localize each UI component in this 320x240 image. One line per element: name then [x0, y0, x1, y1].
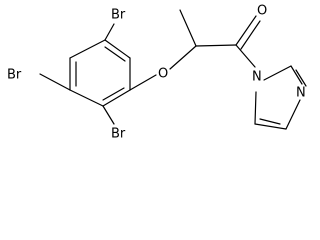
- bond-ch-carbonyl: [195, 44, 237, 47]
- benzene-ring: [69, 39, 131, 107]
- bond-carbonyl-nitrogen: [235, 44, 256, 68]
- bond-carbonyl-double-a: [235, 15, 257, 46]
- ring-bond: [254, 91, 257, 125]
- chemical-structure: Br Br Br O O N N: [7, 4, 307, 142]
- ring-bond: [290, 65, 303, 85]
- atom-nitrogen-imidazole-3: N: [296, 86, 306, 101]
- ring-bond: [104, 39, 131, 59]
- imidazole-ring: [254, 65, 307, 130]
- ring-bond: [102, 89, 131, 107]
- bond-ring-br-top: [104, 23, 115, 41]
- ring-bond: [69, 39, 106, 59]
- bond-ch-methyl: [179, 9, 197, 47]
- ring-double-bond: [102, 87, 125, 101]
- ring-double-bond: [259, 118, 281, 125]
- ring-bond: [254, 123, 287, 130]
- bond-ring-br-left: [39, 73, 71, 91]
- atom-br-top: Br: [111, 8, 126, 23]
- ring-double-bond: [104, 46, 126, 62]
- atom-oxygen-carbonyl: O: [257, 4, 267, 19]
- bond-oxygen-ch: [169, 45, 197, 70]
- atom-oxygen-ether: O: [158, 67, 168, 82]
- atom-br-left: Br: [7, 68, 22, 83]
- ring-bond: [263, 65, 292, 81]
- bond-ring-ether-oxygen: [129, 74, 157, 91]
- bond-ring-br-bottom: [102, 105, 115, 125]
- bond-carbonyl-double-b: [240, 20, 261, 50]
- ring-double-bond: [295, 69, 307, 87]
- atom-nitrogen-imidazole-1: N: [252, 70, 262, 85]
- ring-bond: [285, 99, 301, 130]
- atom-br-bottom: Br: [111, 127, 126, 142]
- ring-bond: [69, 89, 104, 107]
